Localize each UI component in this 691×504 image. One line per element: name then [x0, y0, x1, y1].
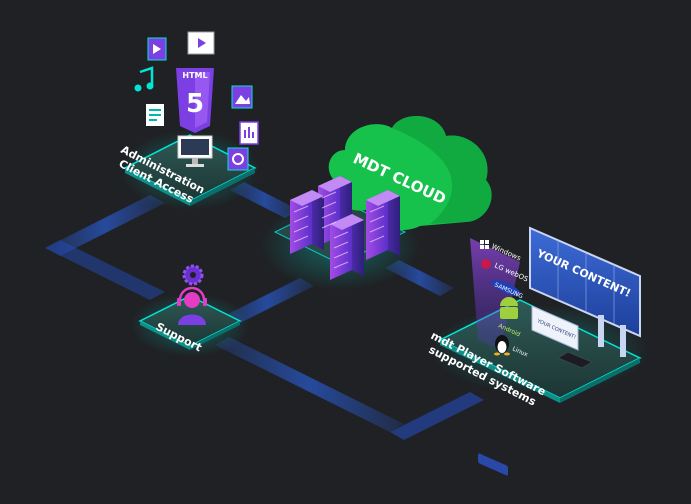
gear-icon	[182, 264, 204, 286]
monitor-icon	[177, 135, 213, 167]
film-icon	[147, 37, 167, 61]
server-rack-3	[366, 190, 400, 260]
lg-icon	[481, 259, 491, 269]
samsung-icon	[491, 280, 521, 296]
settings-icon	[227, 147, 249, 171]
cloud-node: MDT CLOUD	[260, 116, 492, 290]
server-rack-4	[330, 214, 364, 280]
path-support-bottom	[215, 337, 404, 432]
admin-node: HTML 5	[117, 31, 260, 210]
path-admin-left	[45, 195, 165, 256]
server-rack-2	[290, 190, 324, 254]
path-bottom-player	[390, 392, 484, 440]
small-screen: YOUR CONTENT!	[531, 305, 579, 351]
path-left-down	[45, 240, 165, 300]
windows-icon	[480, 240, 489, 249]
audio-file-icon	[239, 121, 259, 145]
player-node: Windows LG webOS SAMSUNG Android Linux	[427, 226, 650, 476]
billboard: YOUR CONTENT!	[529, 226, 641, 357]
android-icon	[500, 297, 518, 319]
headset-icon	[177, 286, 207, 325]
html5-icon: HTML 5	[176, 68, 214, 133]
linux-icon	[494, 335, 510, 356]
system-windows	[478, 453, 508, 476]
music-icon	[134, 66, 154, 92]
document-icon	[146, 104, 164, 126]
svg-text:HTML: HTML	[182, 71, 207, 80]
video-icon	[187, 31, 215, 55]
media-player-device	[556, 351, 594, 369]
support-node: Support	[130, 264, 250, 357]
svg-text:5: 5	[186, 89, 204, 119]
image-icon	[231, 85, 253, 109]
